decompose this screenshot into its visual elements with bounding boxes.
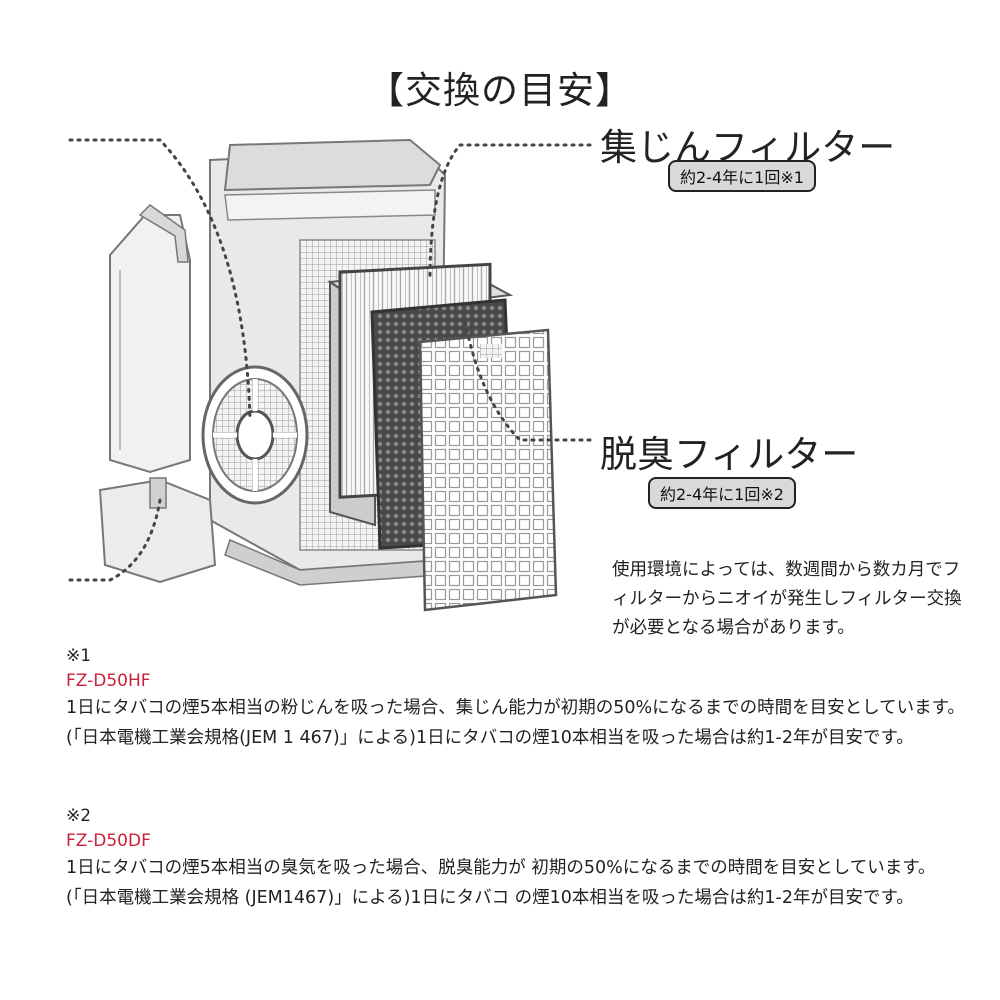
- footnote-1-model: FZ-D50HF: [66, 671, 151, 691]
- footnote-2-model: FZ-D50DF: [66, 831, 151, 851]
- dust-filter-interval-badge: 約2-4年に1回※1: [668, 160, 816, 192]
- footnote-2-mark: ※2: [66, 806, 92, 826]
- leader-lines: [68, 138, 592, 582]
- page-title: 【交換の目安】: [367, 69, 633, 112]
- humidifier-wheel: [201, 365, 309, 505]
- footnote-2: ※2 FZ-D50DF 1日にタバコの煙5本相当の臭気を吸った場合、脱臭能力が …: [66, 806, 966, 913]
- deodorizing-filter-name: 脱臭フィルター: [600, 433, 859, 476]
- water-tray: [98, 477, 217, 584]
- air-purifier-illustration: [68, 138, 592, 612]
- front-grid-panel: [418, 328, 558, 612]
- water-tank: [109, 204, 191, 474]
- usage-note: 使用環境によっては、数週間から数カ月でフィルターからニオイが発生しフィルター交換…: [612, 560, 962, 638]
- footnote-1: ※1 FZ-D50HF 1日にタバコの煙5本相当の粉じんを吸った場合、集じん能力…: [66, 646, 966, 753]
- footnote-1-mark: ※1: [66, 646, 92, 666]
- deodorizing-filter-interval-badge: 約2-4年に1回※2: [648, 477, 796, 509]
- footnote-1-text: 1日にタバコの煙5本相当の粉じんを吸った場合、集じん能力が初期の50%になるまで…: [66, 698, 965, 748]
- footnote-2-text: 1日にタバコの煙5本相当の臭気を吸った場合、脱臭能力が 初期の50%になるまでの…: [66, 858, 936, 908]
